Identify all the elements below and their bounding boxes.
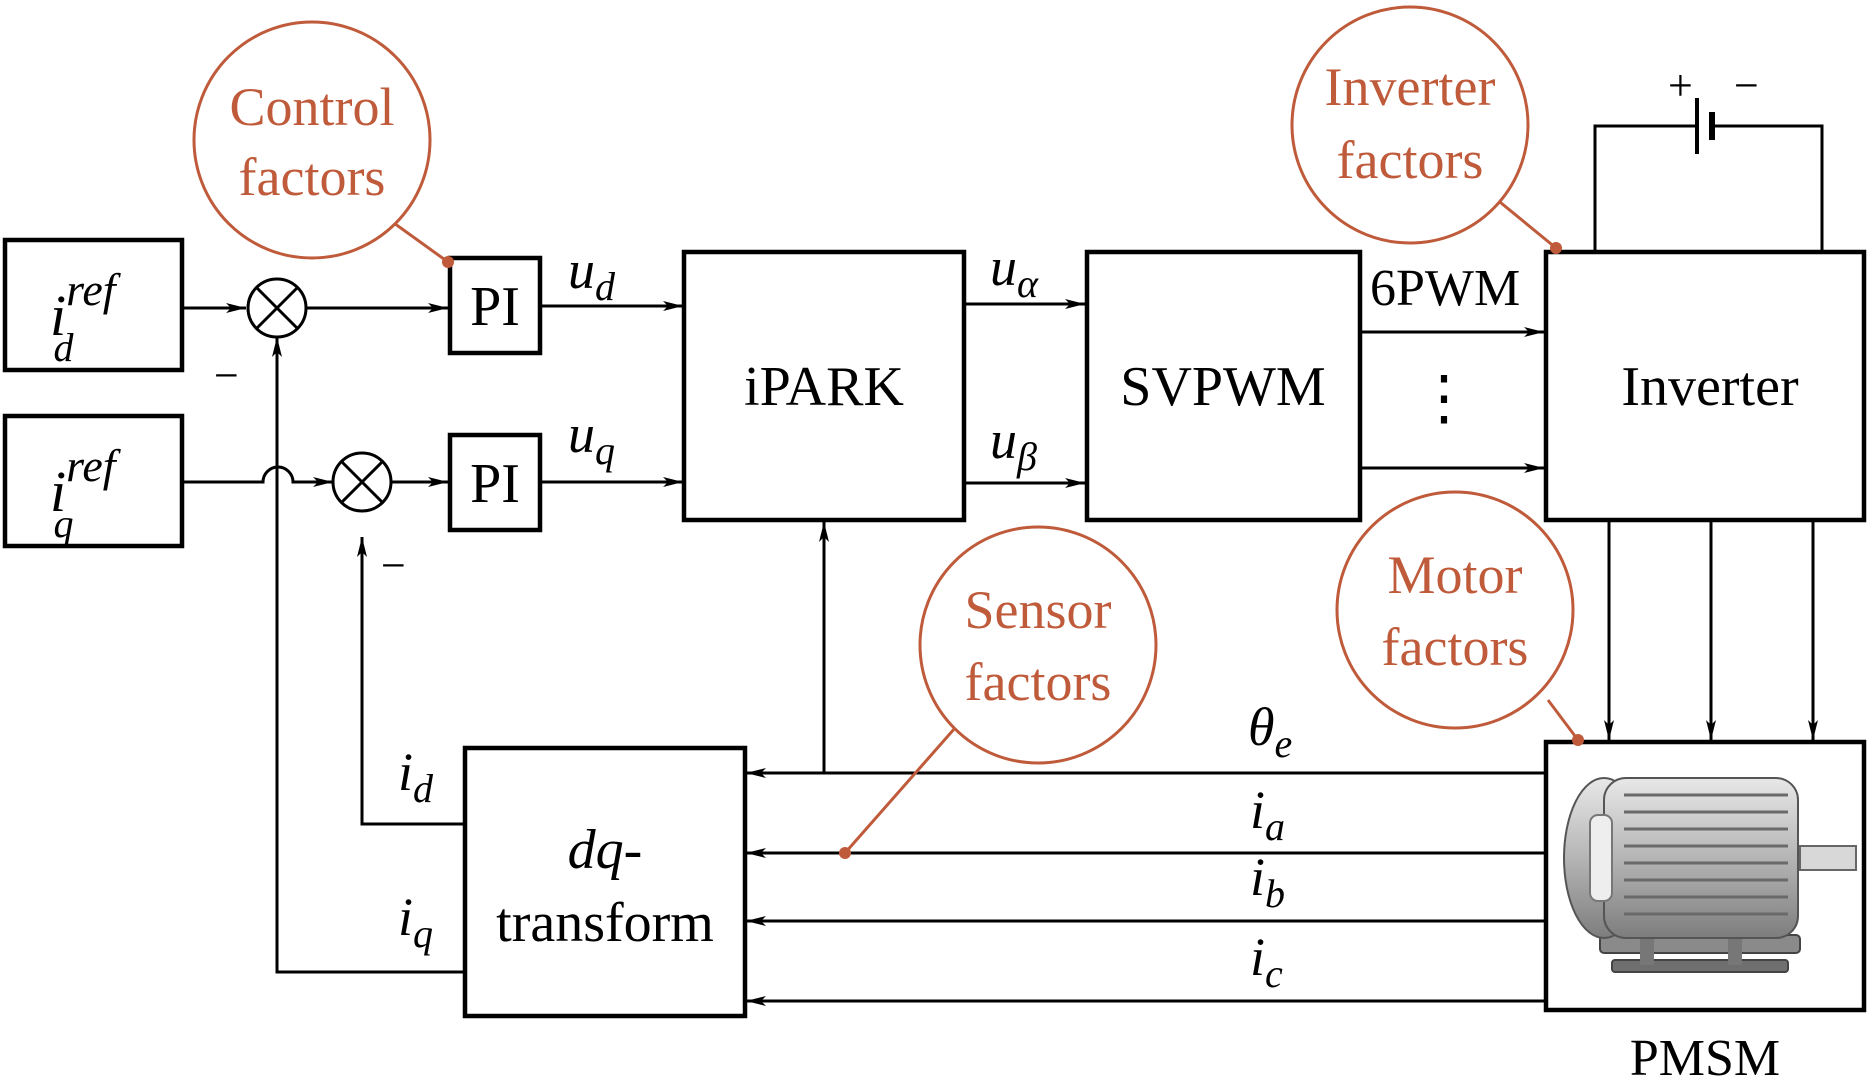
control-factors-callout [192, 20, 432, 260]
id-feedback-label: id [398, 742, 434, 811]
inverter-factors-callout [1290, 5, 1530, 245]
battery-plus: + [1668, 61, 1693, 110]
dq-transform-block [462, 745, 748, 1019]
svpwm-block [1084, 249, 1363, 523]
motor-leader-dot [1572, 734, 1584, 746]
inverter-leader-dot [1550, 242, 1562, 254]
control-factors-line1: Control [229, 77, 394, 137]
ualpha-label: uα [990, 237, 1039, 306]
minus-sign-1: − [214, 351, 239, 400]
ic-label: ic [1250, 927, 1283, 996]
dq-transform-line2: transform [496, 892, 714, 954]
ib-label: ib [1250, 847, 1285, 916]
pi-block-d [447, 255, 543, 356]
motor-leader [1546, 699, 1580, 741]
pi-block-q [447, 432, 543, 533]
minus-sign-2: − [381, 541, 406, 590]
battery-minus: − [1734, 61, 1759, 110]
sensor-leader [843, 727, 957, 854]
motor-factors-line2: factors [1382, 617, 1529, 677]
ipark-label: iPARK [744, 356, 904, 418]
sensor-factors-line2: factors [965, 652, 1112, 712]
wires [183, 124, 1824, 1006]
inverter-block [1543, 249, 1867, 523]
pwm-label: 6PWM [1370, 260, 1520, 317]
summing-junction-icon [246, 277, 308, 339]
motor-factors-callout [1335, 490, 1575, 730]
battery-icon [1695, 98, 1715, 154]
inverter-factors-line1: Inverter [1325, 57, 1496, 117]
motor-icon [1563, 777, 1857, 973]
sensor-factors-callout [918, 525, 1158, 765]
ubeta-label: uβ [990, 410, 1037, 479]
motor-factors-line1: Motor [1388, 545, 1523, 605]
pi-label-q: PI [470, 453, 520, 515]
dq-transform-line1: dq- [568, 819, 643, 881]
control-factors-line2: factors [239, 147, 386, 207]
ud-label: ud [568, 240, 616, 309]
pmsm-label: PMSM [1630, 1030, 1780, 1087]
control-leader-dot [442, 256, 454, 268]
iq-ref-block [2, 413, 185, 549]
theta-e-label: θe [1248, 697, 1292, 766]
sensor-leader-dot [839, 847, 851, 859]
inverter-leader [1494, 196, 1557, 250]
summing-junction-icon [331, 451, 393, 513]
id-ref-block [2, 237, 185, 373]
ipark-block [681, 249, 967, 523]
inverter-factors-line2: factors [1337, 130, 1484, 190]
ia-label: ia [1250, 780, 1285, 849]
uq-label: uq [568, 404, 615, 473]
sensor-factors-line1: Sensor [965, 580, 1112, 640]
pi-label-d: PI [470, 276, 520, 338]
inverter-label: Inverter [1621, 356, 1799, 418]
iq-feedback-label: iq [398, 887, 433, 956]
svpwm-label: SVPWM [1120, 356, 1325, 418]
pwm-ellipsis: ⋮ [1414, 365, 1474, 431]
